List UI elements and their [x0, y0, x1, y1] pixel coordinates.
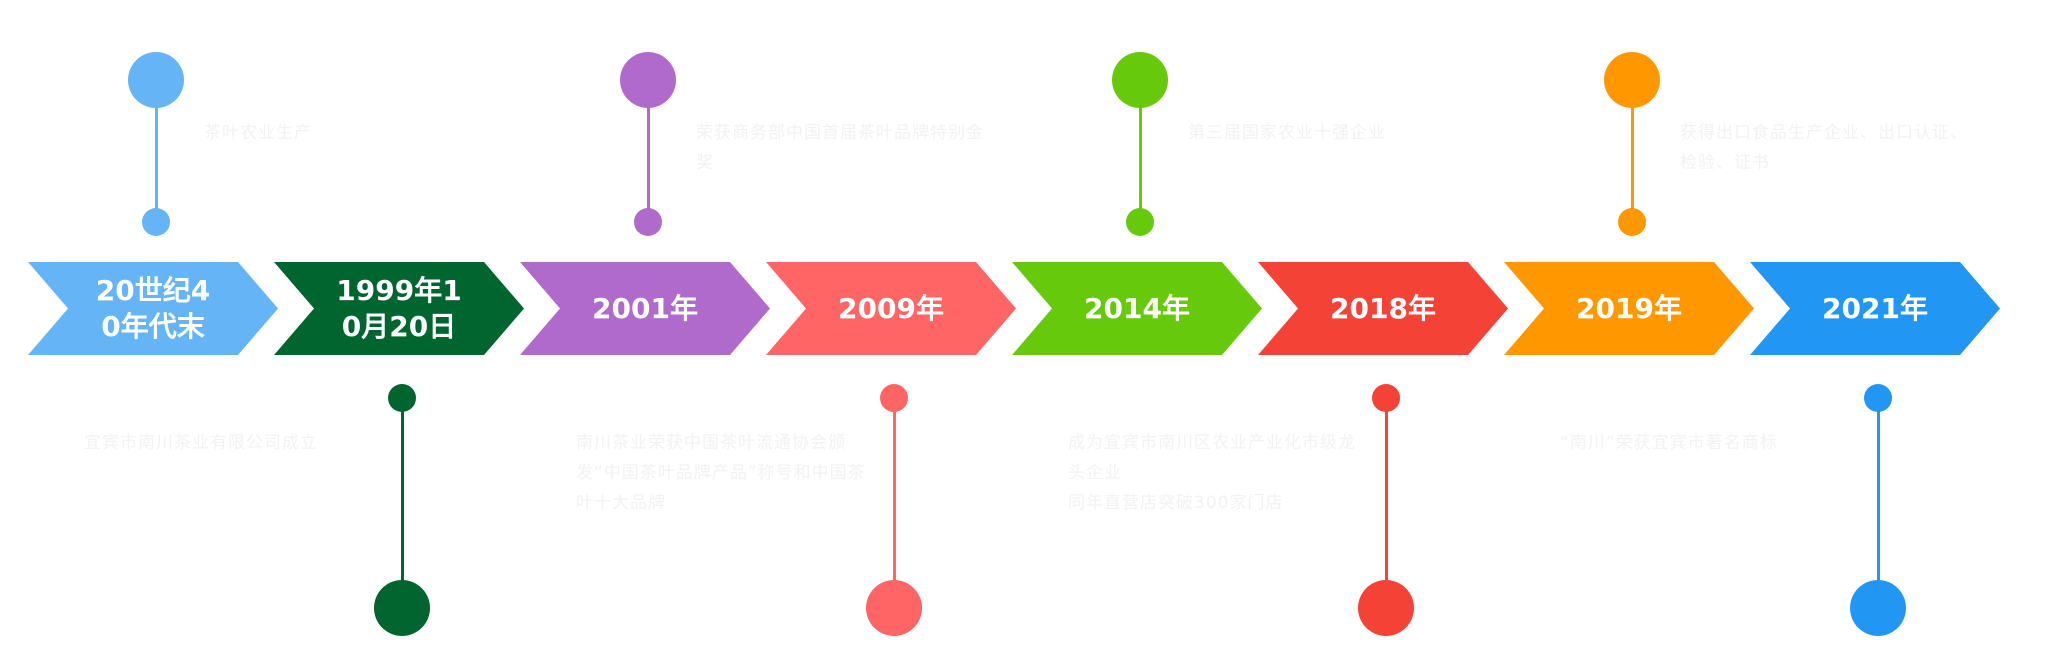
timeline-year-label: 2021年 — [1822, 291, 1928, 325]
timeline-connector-line — [1877, 398, 1880, 606]
timeline-event-caption: 南川茶业荣获中国茶叶流通协会颁发“中国茶叶品牌产品”称号和中国茶叶十大品牌 — [576, 433, 866, 513]
timeline-event-caption: 成为宜宾市南川区农业产业化市级龙头企业 同年直营店突破300家门店 — [1068, 433, 1356, 513]
timeline-small-dot — [1618, 208, 1646, 236]
timeline-year-label: 2001年 — [592, 291, 698, 325]
timeline-arrow-2: 1999年10月20日 — [274, 262, 524, 355]
timeline-large-dot — [1850, 580, 1906, 636]
timeline-small-dot — [880, 384, 908, 412]
timeline-connector-line — [401, 398, 404, 606]
timeline-large-dot — [374, 580, 430, 636]
timeline-connector-line — [893, 398, 896, 606]
timeline-year-label: 2014年 — [1084, 291, 1190, 325]
timeline-year-label: 20世纪40年代末 — [95, 273, 211, 343]
timeline-year-label: 2009年 — [838, 291, 944, 325]
timeline-large-dot — [1358, 580, 1414, 636]
timeline-large-dot — [128, 52, 184, 108]
timeline-arrow-4: 2009年 — [766, 262, 1016, 355]
timeline-event-caption: “南川”荣获宜宾市著名商标 — [1560, 433, 1778, 453]
timeline-event-caption: 第三届国家农业十强企业 — [1188, 123, 1386, 143]
timeline-arrow-3: 2001年 — [520, 262, 770, 355]
timeline-small-dot — [634, 208, 662, 236]
timeline-arrow-7: 2019年 — [1504, 262, 1754, 355]
timeline-year-label: 2019年 — [1576, 291, 1682, 325]
timeline-connector-line — [1139, 80, 1142, 222]
timeline-large-dot — [866, 580, 922, 636]
timeline-small-dot — [1126, 208, 1154, 236]
timeline-year-label: 2018年 — [1330, 291, 1436, 325]
timeline-event-caption: 荣获商务部中国首届茶叶品牌特别金奖 — [696, 123, 984, 173]
timeline-arrow-8: 2021年 — [1750, 262, 2000, 355]
timeline-large-dot — [620, 52, 676, 108]
timeline-arrow-6: 2018年 — [1258, 262, 1508, 355]
timeline-small-dot — [1864, 384, 1892, 412]
timeline-event-caption: 获得出口食品生产企业、出口认证、检验、证书 — [1680, 123, 1968, 173]
timeline-connector-line — [155, 80, 158, 222]
timeline-arrow-5: 2014年 — [1012, 262, 1262, 355]
timeline-year-label: 1999年10月20日 — [336, 273, 462, 343]
timeline-large-dot — [1112, 52, 1168, 108]
timeline-small-dot — [142, 208, 170, 236]
timeline-arrow-1: 20世纪40年代末 — [28, 262, 278, 355]
timeline-event-caption: 茶叶农业生产 — [204, 123, 312, 143]
timeline-connector-line — [647, 80, 650, 222]
timeline-small-dot — [1372, 384, 1400, 412]
timeline-large-dot — [1604, 52, 1660, 108]
timeline-connector-line — [1631, 80, 1634, 222]
timeline-small-dot — [388, 384, 416, 412]
timeline-event-caption: 宜宾市南川茶业有限公司成立 — [84, 433, 318, 453]
timeline-connector-line — [1385, 398, 1388, 606]
